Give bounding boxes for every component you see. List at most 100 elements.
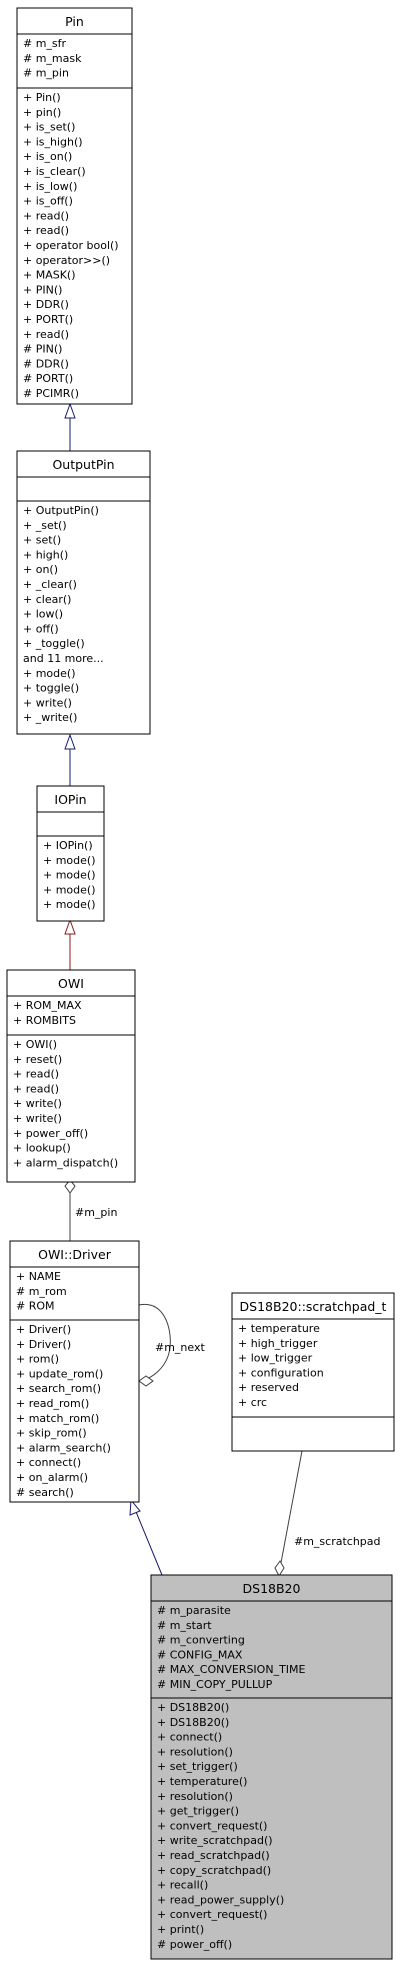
class-attribute: # CONFIG_MAX [157, 1648, 243, 1661]
class-method: + _set() [23, 519, 67, 532]
class-attribute: # m_converting [157, 1634, 245, 1647]
edge-label-m-scratchpad: #m_scratchpad [294, 1535, 381, 1548]
class-method: + DS18B20() [157, 1716, 229, 1729]
class-method: + resolution() [157, 1790, 233, 1803]
class-method: + update_rom() [16, 1367, 103, 1380]
class-method: # PCIMR() [23, 387, 79, 400]
class-method: + _toggle() [23, 637, 85, 650]
class-method: + connect() [16, 1456, 81, 1469]
class-attribute: # m_pin [23, 67, 69, 80]
assoc-diamond-driver-self [138, 1375, 154, 1387]
inherit-arrow-owi-iopin [64, 918, 76, 935]
class-method: + copy_scratchpad() [157, 1864, 271, 1877]
class-box-outputpin [16, 450, 151, 735]
class-method: + toggle() [23, 682, 79, 695]
class-method: + read() [23, 224, 69, 237]
class-method: + temperature() [157, 1775, 247, 1788]
class-method: # search() [16, 1486, 74, 1499]
edge-label-m-pin: #m_pin [75, 1206, 117, 1219]
class-method: + _clear() [23, 578, 77, 591]
class-method: + mode() [43, 869, 96, 882]
class-method: + print() [157, 1923, 204, 1936]
class-driver: OWI::Driver+ NAME# m_rom# ROM+ Driver()+… [9, 1240, 140, 1503]
class-method: + Driver() [16, 1323, 71, 1336]
class-method: + convert_request() [157, 1908, 267, 1921]
class-method: + skip_rom() [16, 1427, 87, 1440]
class-title-ds18b20: DS18B20 [243, 1581, 301, 1596]
class-method: + write() [23, 696, 72, 709]
class-attribute: + temperature [238, 1322, 320, 1335]
class-method: + write() [13, 1112, 62, 1125]
class-method: # PORT() [23, 372, 73, 385]
class-method: + write_scratchpad() [157, 1834, 273, 1847]
class-method: + resolution() [157, 1745, 233, 1758]
assoc-diamond-driver-owi [64, 1179, 76, 1194]
class-scratchpad: DS18B20::scratchpad_t+ temperature+ high… [231, 1292, 395, 1452]
class-title-outputpin: OutputPin [52, 457, 114, 472]
class-method: + rom() [16, 1353, 59, 1366]
class-method: + alarm_dispatch() [13, 1156, 118, 1169]
class-method: # PIN() [23, 343, 62, 356]
class-method: + operator bool() [23, 239, 119, 252]
class-method: + is_clear() [23, 165, 86, 178]
class-method: + reset() [13, 1053, 62, 1066]
class-attribute: + ROM_MAX [13, 999, 82, 1012]
class-title-driver: OWI::Driver [38, 1247, 112, 1262]
class-method: + lookup() [13, 1142, 71, 1155]
class-method: + DDR() [23, 298, 69, 311]
inherit-arrow-ds18b20-driver [129, 1498, 141, 1516]
class-method: + OutputPin() [23, 504, 99, 517]
class-method: + read() [13, 1068, 59, 1081]
class-method: + mode() [43, 898, 96, 911]
class-attribute: + configuration [238, 1366, 324, 1379]
class-method: # power_off() [157, 1938, 232, 1951]
class-pin: Pin# m_sfr# m_mask# m_pin+ Pin()+ pin()+… [16, 7, 133, 405]
assoc-edge-driver-self [138, 1304, 171, 1382]
class-method: + clear() [23, 593, 71, 606]
class-method: + PORT() [23, 313, 73, 326]
class-method: + MASK() [23, 269, 76, 282]
class-title-iopin: IOPin [54, 792, 86, 807]
class-method: + high() [23, 548, 68, 561]
class-method: # DDR() [23, 357, 69, 370]
class-attribute: # m_start [157, 1619, 212, 1632]
class-method: + mode() [43, 883, 96, 896]
class-title-owi: OWI [58, 976, 84, 991]
class-method: + low() [23, 608, 63, 621]
class-method: + DS18B20() [157, 1701, 229, 1714]
class-title-scratchpad: DS18B20::scratchpad_t [240, 1299, 387, 1314]
class-attribute: + low_trigger [238, 1352, 313, 1365]
class-ds18b20: DS18B20# m_parasite# m_start# m_converti… [150, 1574, 393, 1960]
class-method: + off() [23, 622, 59, 635]
class-method: + mode() [23, 667, 76, 680]
class-attribute: # m_rom [16, 1285, 67, 1298]
class-method: + is_off() [23, 195, 73, 208]
inherit-arrow-outputpin-pin [64, 402, 76, 419]
class-box-iopin [36, 785, 105, 922]
class-method: + write() [13, 1097, 62, 1110]
class-method: + _write() [23, 711, 77, 724]
class-method: + power_off() [13, 1127, 88, 1140]
class-box-ds18b20 [150, 1574, 393, 1960]
class-method: + read() [23, 209, 69, 222]
class-box-pin [16, 7, 133, 405]
class-method: + IOPin() [43, 839, 93, 852]
class-iopin: IOPin+ IOPin()+ mode()+ mode()+ mode()+ … [36, 785, 105, 922]
class-method: + read() [13, 1082, 59, 1095]
class-box-driver [9, 1240, 140, 1503]
class-method: + set() [23, 534, 61, 547]
inherit-arrow-iopin-outputpin [64, 733, 76, 750]
class-attribute: + crc [238, 1396, 267, 1409]
class-method: + is_low() [23, 180, 77, 193]
assoc-edge-ds18b20-scratchpad [279, 1450, 303, 1569]
class-attribute: + high_trigger [238, 1337, 318, 1350]
class-attribute: # m_sfr [23, 37, 67, 50]
class-method: + on() [23, 563, 58, 576]
assoc-diamond-ds18b20-scratchpad [274, 1560, 285, 1578]
class-method: + read_rom() [16, 1397, 89, 1410]
class-box-owi [6, 969, 136, 1183]
class-method: + read() [23, 328, 69, 341]
class-method: + read_power_supply() [157, 1893, 284, 1906]
class-method: + is_high() [23, 135, 83, 148]
